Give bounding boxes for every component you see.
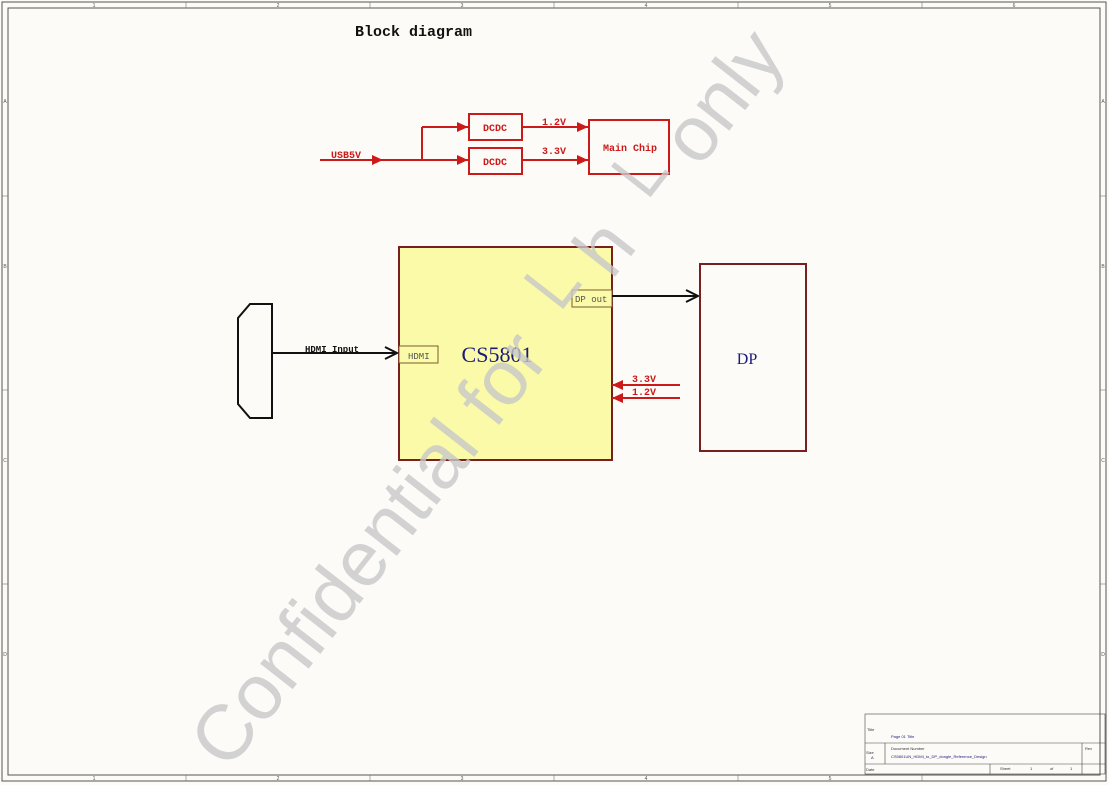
supply-1v2-label: 1.2V (632, 388, 656, 399)
pin-hdmi-label: HDMI (408, 352, 430, 362)
col-label-top-2: 2 (277, 3, 280, 9)
pin-hdmi-box (398, 345, 439, 364)
tb-sheet-label: Sheet (1000, 766, 1011, 771)
supply-3v3-label: 3.3V (632, 375, 656, 386)
dcdc-bottom-label: DCDC (483, 158, 507, 169)
row-label-left-c: C (3, 458, 7, 464)
col-label-bottom-4: 4 (645, 776, 648, 782)
row-label-left-a: A (3, 99, 7, 105)
pin-dp-out-box (571, 289, 613, 308)
dp-out-arrow (685, 289, 701, 303)
row-label-left-b: B (3, 264, 7, 270)
row-label-right-d: D (1101, 652, 1105, 658)
tb-title-value: Page 01 Title (891, 734, 915, 739)
col-label-top-1: 1 (93, 3, 96, 9)
dcdc-top-in-arrow (457, 122, 468, 132)
hdmi-input-label: HDMI Input (305, 345, 359, 355)
dcdc-top-box (468, 113, 523, 141)
col-label-bottom-2: 2 (277, 776, 280, 782)
rail-1v2-label: 1.2V (542, 118, 566, 129)
dcdc-top-label: DCDC (483, 124, 507, 135)
main-chip-box (588, 119, 670, 175)
tb-title-label: Title (867, 727, 875, 732)
tb-rev-label: Rev (1085, 746, 1092, 751)
tb-sheet-num: 1 (1030, 766, 1033, 771)
column-markers (185, 2, 923, 781)
col-label-top-6: 6 (1013, 3, 1016, 9)
col-label-top-3: 3 (461, 3, 464, 9)
row-markers (2, 195, 1106, 585)
tb-size-label: Size (866, 750, 875, 755)
col-label-top-5: 5 (829, 3, 832, 9)
pin-dp-out-label: DP out (575, 295, 607, 305)
title-block (864, 713, 1106, 775)
main-chip-label: Main Chip (603, 143, 657, 155)
usb5v-label: USB5V (331, 151, 361, 162)
main-chip-in-arrow-top (577, 122, 588, 132)
hdmi-input-arrow (384, 346, 400, 360)
tb-sheet-total: 1 (1070, 766, 1073, 771)
dp-label: DP (737, 351, 758, 368)
tb-date-label: Date (866, 767, 875, 772)
main-chip-in-arrow-bottom (577, 155, 588, 165)
usb5v-arrow (372, 155, 383, 165)
dcdc-bottom-box (468, 147, 523, 175)
col-label-bottom-1: 1 (93, 776, 96, 782)
tb-docnum-label: Document Number (891, 746, 925, 751)
page-title: Block diagram (355, 24, 472, 41)
col-label-bottom-3: 3 (461, 776, 464, 782)
cs5801-label: CS5801 (462, 342, 533, 367)
hdmi-connector-icon (237, 303, 273, 419)
row-label-right-b: B (1101, 264, 1105, 270)
row-label-right-a: A (1101, 99, 1105, 105)
supply-1v2-arrow (612, 393, 623, 403)
supply-3v3-arrow (612, 380, 623, 390)
row-label-right-c: C (1101, 458, 1105, 464)
tb-size-value: A (871, 755, 874, 760)
dcdc-bottom-in-arrow (457, 155, 468, 165)
tb-sheet-of: of (1050, 766, 1054, 771)
col-label-bottom-5: 5 (829, 776, 832, 782)
tb-docnum-value: CS5801UN_HDMI_to_DP_dongle_Reference_Des… (891, 754, 987, 759)
rail-3v3-label: 3.3V (542, 147, 566, 158)
col-label-top-4: 4 (645, 3, 648, 9)
dp-box (699, 263, 807, 452)
row-label-left-d: D (3, 652, 7, 658)
